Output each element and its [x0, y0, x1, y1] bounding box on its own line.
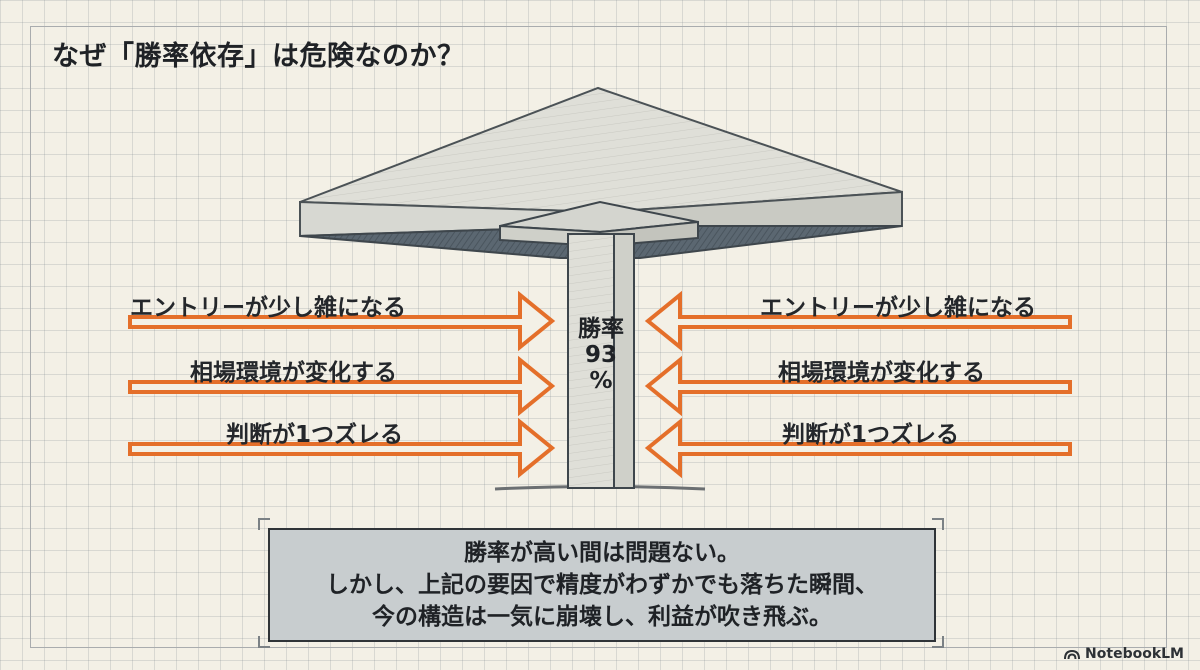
left-arrows	[128, 290, 556, 479]
pillar-side	[613, 233, 635, 489]
frame-border	[30, 26, 1167, 648]
left-pressure-label: 判断が1つズレる	[226, 422, 404, 448]
right-arrow-1	[644, 290, 1072, 352]
right-pressure-label: 相場環境が変化する	[778, 360, 985, 386]
left-pressure-label: エントリーが少し雑になる	[130, 295, 406, 321]
note-line: 今の構造は一気に崩壊し、利益が吹き飛ぶ。	[372, 604, 832, 630]
right-arrows	[644, 290, 1072, 479]
left-arrow-1	[128, 290, 556, 352]
pillar-win-rate-label: 勝率 93 %	[568, 316, 634, 394]
notebooklm-logo-icon	[1064, 649, 1081, 660]
bracket-corner	[258, 518, 270, 530]
page-title: なぜ「勝率依存」は危険なのか？	[52, 41, 465, 72]
slab-top-face	[299, 86, 903, 214]
right-pressure-label: エントリーが少し雑になる	[760, 295, 1036, 321]
right-arrow-2	[644, 355, 1072, 417]
note-line: 勝率が高い間は問題ない。	[464, 540, 740, 566]
note-line: しかし、上記の要因で精度がわずかでも落ちた瞬間、	[326, 572, 878, 598]
brand-name: NotebookLM	[1085, 646, 1184, 662]
right-pressure-label: 判断が1つズレる	[782, 422, 960, 448]
brand-footer: NotebookLM	[1064, 646, 1184, 662]
warning-note-box: 勝率が高い間は問題ない。 しかし、上記の要因で精度がわずかでも落ちた瞬間、 今の…	[268, 528, 936, 642]
right-arrow-3	[644, 417, 1072, 479]
left-arrow-3	[128, 417, 556, 479]
bracket-corner	[258, 636, 270, 648]
pillar-label-line: 勝率	[578, 316, 624, 342]
bracket-corner	[932, 518, 944, 530]
bracket-corner	[932, 636, 944, 648]
pillar-label-line: %	[589, 368, 613, 394]
left-pressure-label: 相場環境が変化する	[190, 360, 397, 386]
pillar-label-line: 93	[584, 342, 617, 368]
left-arrow-2	[128, 355, 556, 417]
